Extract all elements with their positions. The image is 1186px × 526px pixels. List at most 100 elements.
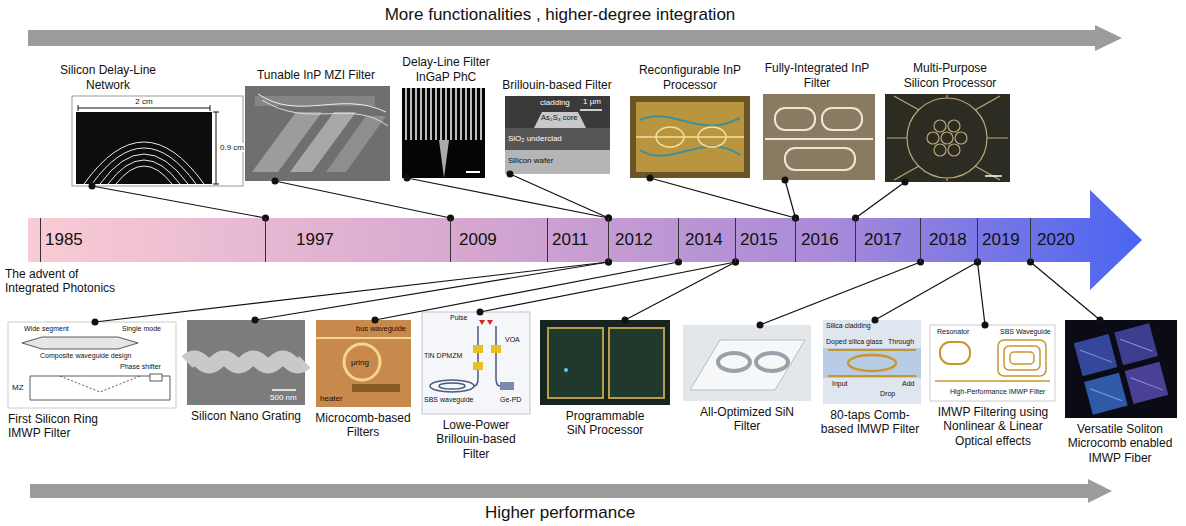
phc-photo <box>402 88 485 178</box>
mesh-processor-photo <box>934 144 946 156</box>
panel-caption: Silicon Nano Grating <box>186 409 306 423</box>
year-segment: 2009 <box>450 218 547 262</box>
connector-dot <box>92 319 99 326</box>
nonlinear-filter-render <box>1004 346 1040 370</box>
part-label: bus waveguide <box>356 325 406 334</box>
brillouin-schematic <box>422 312 530 414</box>
photo-panel: Tunable InP MZI Filter <box>241 68 391 181</box>
part-label: Single mode <box>122 325 161 333</box>
soliton-chip-photo <box>1074 323 1168 415</box>
part-label: TiN DPMZM <box>424 352 462 360</box>
inp-filter-photo <box>765 108 873 170</box>
comb-filter-render <box>823 320 921 404</box>
bottom-arrow <box>30 479 1112 503</box>
panel-caption: Versatile Soliton Microcomb enabled IMWP… <box>1062 422 1178 465</box>
axis-caption: More functionalities , higher-degree int… <box>385 5 736 25</box>
mesh-processor-photo <box>927 132 939 144</box>
nano-grating-photo <box>272 389 296 391</box>
panel-caption: Tunable InP MZI Filter <box>241 68 391 82</box>
port-label: Add <box>902 380 914 388</box>
leader-connector <box>510 174 609 218</box>
year-label: 2019 <box>978 218 1030 262</box>
delay-line-photo <box>100 154 188 184</box>
soliton-chip-photo <box>1084 373 1128 415</box>
panel-caption: Reconfigurable InP Processor <box>638 63 743 92</box>
panel-caption: Programmable SiN Processor <box>555 409 655 438</box>
connector-dot <box>872 317 879 324</box>
connector-dot <box>89 183 96 190</box>
brillouin-schematic <box>487 320 493 325</box>
sin-processor-photo <box>548 328 603 398</box>
year-label: 2015 <box>736 218 795 262</box>
brillouin-schematic <box>473 362 483 370</box>
top-arrow <box>28 25 1122 51</box>
leader-connector <box>407 178 609 218</box>
photo-panel: Fully-Integrated InP Filter <box>763 61 875 180</box>
scale-label: 1 µm <box>583 97 601 106</box>
part-label: Composite waveguide design <box>40 352 131 360</box>
photo-panel: 80-taps Comb-based IMWP Filter <box>814 320 926 437</box>
photo-panel: Multi-Purpose Silicon Processor <box>885 61 1010 182</box>
panel-caption: Lowe-Power Brillouin-based Filter <box>431 418 521 461</box>
panel-caption: Fully-Integrated InP Filter <box>765 61 870 90</box>
leader-connector <box>275 181 451 218</box>
delay-line-photo <box>213 184 219 185</box>
inp-filter-photo <box>822 108 862 130</box>
brillouin-cross-section <box>505 128 610 150</box>
mesh-processor-photo <box>948 144 960 156</box>
layer-label: cladding <box>540 98 570 107</box>
connector-dot <box>1097 317 1104 324</box>
year-segment: 2020 <box>1030 218 1090 262</box>
ring-filter-drawing <box>22 337 138 349</box>
dimension-label: 2 cm <box>134 97 153 106</box>
connector-dot <box>982 322 989 329</box>
brillouin-schematic <box>430 380 474 392</box>
delay-line-photo <box>116 166 172 184</box>
inp-filter-photo <box>765 138 873 140</box>
brillouin-schematic <box>422 312 530 414</box>
ring-filter-drawing <box>150 374 162 381</box>
mzi-photo <box>245 86 390 181</box>
ring-filter-drawing <box>30 376 170 400</box>
brillouin-schematic <box>500 382 514 390</box>
mesh-processor-photo <box>887 95 1008 181</box>
layer-label: Silicon wafer <box>508 156 553 165</box>
inp-processor-photo <box>640 116 740 156</box>
delay-line-photo <box>76 112 212 184</box>
connector-dot <box>782 177 789 184</box>
leader-connector <box>856 182 906 218</box>
brillouin-schematic <box>473 345 483 353</box>
inp-filter-photo <box>763 94 875 180</box>
year-segment: 2012 <box>608 218 678 262</box>
connector-dot <box>404 175 411 182</box>
leader-connector <box>625 262 736 320</box>
part-label: μring <box>351 358 369 367</box>
inp-processor-photo <box>640 116 740 125</box>
part-label: heater <box>320 394 343 403</box>
nano-grating-photo <box>187 320 305 405</box>
sin-processor-photo <box>609 328 664 398</box>
sin-processor-photo <box>564 368 568 372</box>
delay-line-photo <box>72 96 243 186</box>
soliton-chip-photo <box>1114 323 1158 365</box>
mzi-photo <box>326 116 386 172</box>
nonlinear-filter-render <box>930 325 1055 401</box>
delay-line-photo <box>108 160 180 184</box>
photo-panel: Versatile Soliton Microcomb enabled IMWP… <box>1062 320 1178 465</box>
panel-caption: Microcomb-based Filters <box>313 411 413 440</box>
part-label: Ge-PD <box>500 396 521 404</box>
inp-processor-photo <box>636 102 744 172</box>
connector-dot <box>902 179 909 186</box>
year-segment: 1997 <box>265 218 450 262</box>
bottom-arrow <box>30 479 1112 503</box>
connector-dot <box>252 317 259 324</box>
layer-label: SiO₂ underclad <box>508 134 562 143</box>
part-label: SBS Waveguide <box>1000 328 1051 336</box>
inp-filter-photo <box>763 94 875 180</box>
year-label: 2011 <box>548 218 608 262</box>
layer-label: Doped silica glass <box>826 338 882 346</box>
port-label: Through <box>888 338 914 346</box>
photo-panel: Silicon Delay-Line Network <box>48 63 243 186</box>
layer-label: Silica cladding <box>826 322 871 330</box>
leader-connector <box>760 262 921 325</box>
